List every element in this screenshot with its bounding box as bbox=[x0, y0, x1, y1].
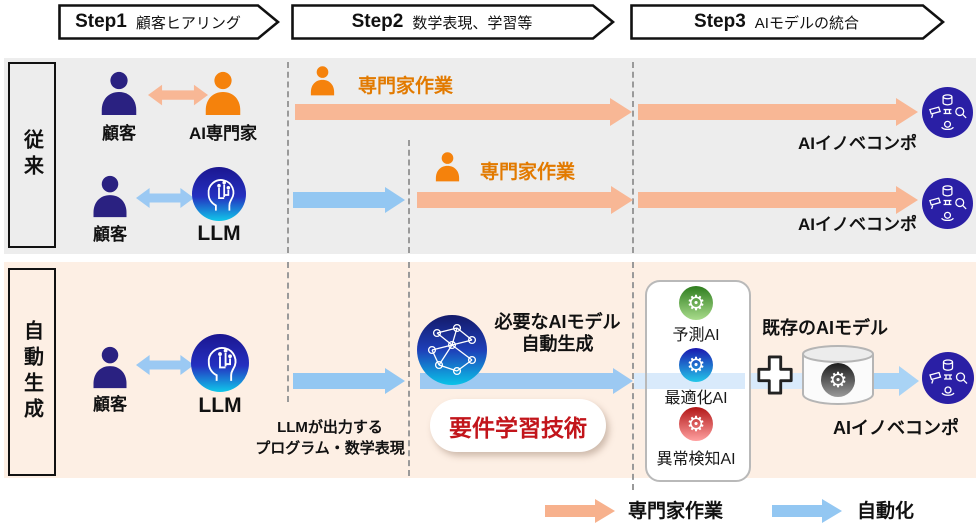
ai-innov-compo-label-3: AIイノベコンポ bbox=[833, 418, 959, 438]
expert-work-arrow-step2-row1 bbox=[295, 98, 632, 126]
ai-expert-icon bbox=[205, 71, 241, 116]
customer-label-3: 顧客 bbox=[93, 395, 127, 414]
step3-header: Step3 AIモデルの統合 bbox=[630, 4, 945, 40]
expert-work-label-2: 専門家作業 bbox=[480, 162, 576, 183]
step3-desc: AIモデルの統合 bbox=[754, 14, 859, 32]
divider-mid bbox=[408, 140, 410, 253]
expert-work-label-1: 専門家作業 bbox=[358, 76, 454, 97]
step2-desc: 数学表現、学習等 bbox=[412, 14, 533, 32]
ai-innov-compo-icon-3 bbox=[922, 352, 974, 404]
plus-icon bbox=[757, 355, 793, 395]
ai-innov-compo-icon-2 bbox=[922, 178, 973, 229]
auto-arrow-bottom-3 bbox=[873, 366, 919, 396]
llm-icon-1 bbox=[192, 167, 246, 221]
auto-row-label: 自動生成 bbox=[8, 268, 56, 476]
step1-header: Step1 顧客ヒアリング bbox=[58, 4, 280, 40]
ai-model-generation-label: 必要なAIモデル 自動生成 bbox=[494, 312, 621, 354]
ai-model-generation-icon bbox=[417, 315, 487, 385]
bidirectional-arrow-icon-2 bbox=[136, 188, 194, 208]
customer-label: 顧客 bbox=[102, 124, 136, 143]
legend-expert-label: 専門家作業 bbox=[628, 501, 724, 522]
divider-mid-lower bbox=[408, 262, 410, 476]
llm-icon-2 bbox=[191, 334, 249, 392]
auto-arrow-bottom-1 bbox=[293, 368, 405, 394]
llm-output-note: LLMが出力する プログラム・数学表現 bbox=[255, 419, 405, 457]
ai-innov-compo-icon-1 bbox=[922, 87, 973, 138]
customer-icon-2 bbox=[93, 175, 127, 218]
step1-label: Step1 bbox=[75, 11, 127, 32]
legend-auto-arrow-icon bbox=[772, 499, 842, 523]
expert-work-arrow-step3-row2 bbox=[638, 186, 918, 214]
optimization-ai-label: 最適化AI bbox=[664, 390, 728, 407]
step2-header: Step2 数学表現、学習等 bbox=[291, 4, 615, 40]
existing-ai-models-label: 既存のAIモデル bbox=[762, 318, 888, 338]
customer-icon bbox=[101, 71, 137, 116]
step1-chevron-shape bbox=[58, 4, 280, 40]
bidirectional-arrow-icon bbox=[148, 84, 208, 106]
expert-mini-icon bbox=[310, 66, 335, 96]
step2-label: Step2 bbox=[351, 11, 404, 32]
ai-expert-label: AI専門家 bbox=[189, 124, 257, 143]
expert-mini-icon-2 bbox=[435, 152, 460, 182]
requirement-learning-badge: 要件学習技術 bbox=[430, 399, 606, 452]
optimization-ai-icon: ⚙ bbox=[679, 348, 713, 382]
divider-step2-step3-lower bbox=[632, 262, 634, 490]
anomaly-ai-label: 異常検知AI bbox=[656, 451, 736, 468]
expert-work-arrow-step2-row2 bbox=[417, 186, 633, 214]
legend-expert-arrow-icon bbox=[545, 499, 615, 523]
expert-work-arrow-step3-row1 bbox=[638, 98, 918, 126]
anomaly-ai-icon: ⚙ bbox=[679, 407, 713, 441]
ai-innov-compo-label-1: AIイノベコンポ bbox=[798, 134, 917, 153]
step1-desc: 顧客ヒアリング bbox=[135, 14, 241, 32]
step3-chevron-shape bbox=[630, 4, 945, 40]
step3-label: Step3 bbox=[694, 11, 746, 32]
bidirectional-arrow-icon-3 bbox=[136, 355, 194, 375]
customer-icon-3 bbox=[93, 346, 127, 389]
ai-innov-compo-label-2: AIイノベコンポ bbox=[798, 215, 917, 234]
auto-arrow-row2 bbox=[293, 187, 405, 213]
conventional-row-label: 従来 bbox=[8, 62, 56, 248]
existing-ai-gear-icon: ⚙ bbox=[821, 363, 855, 397]
divider-step1-step2 bbox=[287, 62, 289, 253]
customer-label-2: 顧客 bbox=[93, 225, 127, 244]
prediction-ai-label: 予測AI bbox=[672, 327, 720, 344]
llm-label-1: LLM bbox=[197, 222, 241, 245]
divider-step1-step2-lower bbox=[287, 262, 289, 402]
divider-step2-step3 bbox=[632, 62, 634, 253]
prediction-ai-icon: ⚙ bbox=[679, 286, 713, 320]
legend-auto-label: 自動化 bbox=[857, 501, 915, 522]
step2-chevron-shape bbox=[291, 4, 615, 40]
llm-label-2: LLM bbox=[198, 394, 242, 417]
